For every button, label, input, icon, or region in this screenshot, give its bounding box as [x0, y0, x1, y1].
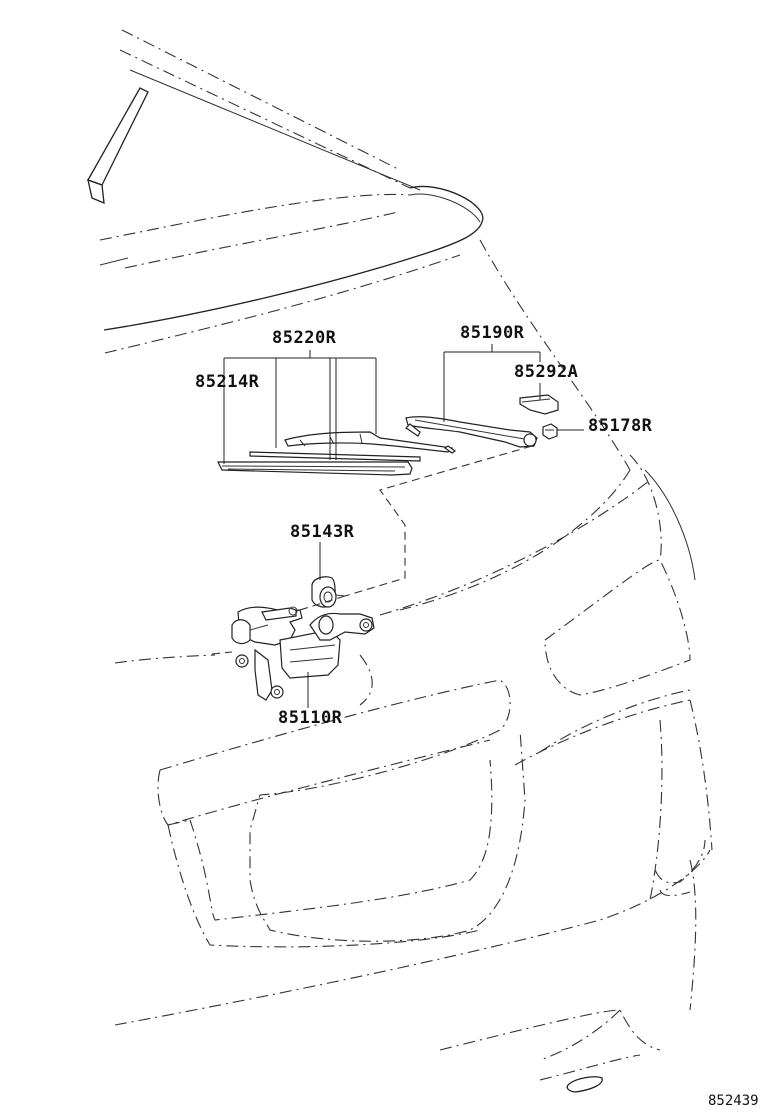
callout-leaders: [223, 344, 584, 708]
label-wiper-arm: 85190R: [460, 323, 525, 343]
arm-head-cap-part: [519, 394, 559, 415]
label-wiper-motor: 85110R: [278, 708, 343, 728]
wiper-blade-part: [217, 431, 454, 476]
diagram-id: 852439: [708, 1093, 759, 1109]
label-arm-nut: 85178R: [588, 416, 653, 436]
label-wiper-blade-rubber: 85214R: [195, 372, 260, 392]
label-arm-head-cap: 85292A: [514, 362, 579, 382]
wiper-arm-part: [405, 416, 538, 454]
pivot-cap-part: [311, 576, 346, 608]
label-pivot-cap: 85143R: [290, 522, 355, 542]
tailgate-body: [99, 257, 713, 1093]
arm-nut-part: [542, 423, 558, 440]
label-wiper-blade-assembly: 85220R: [272, 328, 337, 348]
assembly-leader-lines: [211, 445, 533, 655]
rear-window-outline: [87, 29, 696, 581]
wiper-motor-part: [231, 606, 375, 701]
